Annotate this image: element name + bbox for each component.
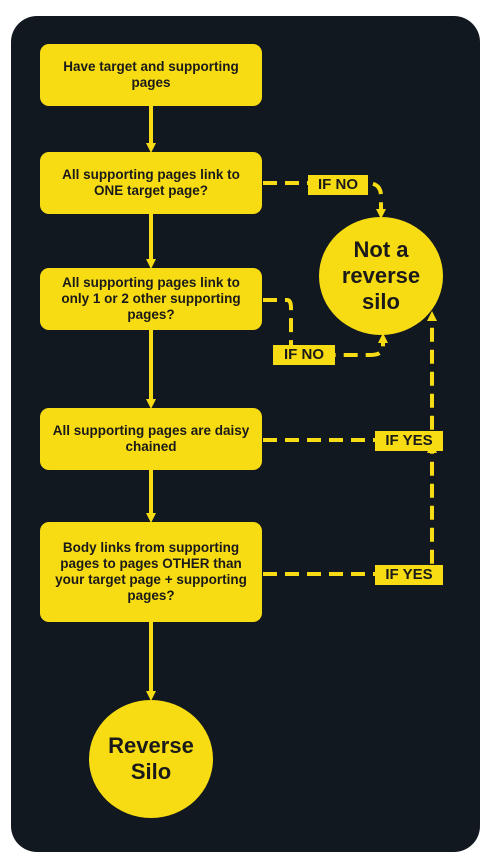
edge-q1-no [263,181,386,219]
question-one-target-page: All supporting pages link to ONE target … [40,152,262,214]
question-body-links-other: Body links from supporting pages to page… [40,522,262,622]
edge-q3-yes [263,311,437,442]
start-node: Have target and supporting pages [40,44,262,106]
edge-q4-yes [263,443,437,576]
flowchart-canvas: Have target and supporting pages All sup… [11,16,480,852]
edge-label-if-no-q2: IF NO [273,345,335,365]
edge-q2-no [263,298,388,357]
question-link-supporting-pages: All supporting pages link to only 1 or 2… [40,268,262,330]
edge-label-if-yes-q3: IF YES [375,431,443,451]
reverse-silo-circle: Reverse Silo [89,700,213,818]
question-daisy-chained: All supporting pages are daisy chained [40,408,262,470]
edge-label-if-no-q1: IF NO [308,175,368,195]
not-reverse-silo-circle: Not a reverse silo [319,217,443,335]
edge-label-if-yes-q4: IF YES [375,565,443,585]
